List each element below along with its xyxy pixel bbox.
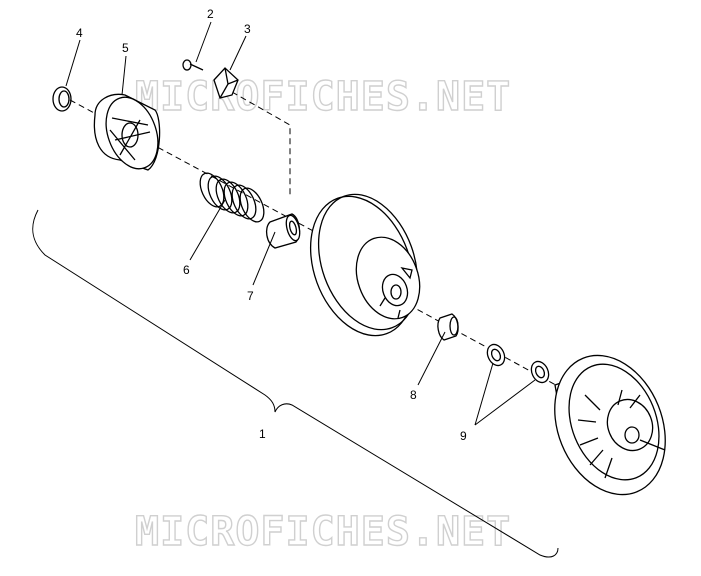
axis-line-rear	[399, 299, 621, 421]
spider-cover	[93, 93, 161, 171]
spring	[199, 172, 265, 223]
leader-9a	[474, 362, 494, 426]
assembly-bracket	[32, 209, 559, 558]
watermark-bottom: MICROFICHES.NET	[135, 509, 511, 555]
leader-3	[229, 35, 247, 71]
callout-6: 6	[183, 263, 190, 277]
watermark-top: MICROFICHES.NET	[135, 74, 511, 120]
callout-9: 9	[460, 429, 467, 443]
fixed-sheave	[554, 354, 666, 496]
leader-7	[252, 231, 276, 286]
leader-8	[417, 331, 446, 386]
spacer	[437, 313, 459, 341]
callout-2: 2	[207, 7, 214, 21]
leader-5	[121, 55, 127, 96]
moveable-sheave	[309, 193, 421, 337]
leader-9b	[474, 379, 536, 426]
callout-3: 3	[244, 22, 251, 36]
leader-6	[189, 199, 226, 261]
leader-2	[195, 21, 212, 63]
washers	[486, 343, 550, 384]
callout-1: 1	[259, 427, 266, 441]
axis-line-weight	[231, 91, 291, 198]
callout-5: 5	[122, 41, 129, 55]
callout-8: 8	[410, 388, 417, 402]
bushing	[265, 213, 301, 249]
leader-4	[65, 39, 81, 87]
snap-ring	[52, 86, 72, 112]
callout-7: 7	[247, 289, 254, 303]
screw	[182, 59, 204, 71]
callout-4: 4	[76, 26, 83, 40]
roller-weight	[213, 67, 239, 99]
